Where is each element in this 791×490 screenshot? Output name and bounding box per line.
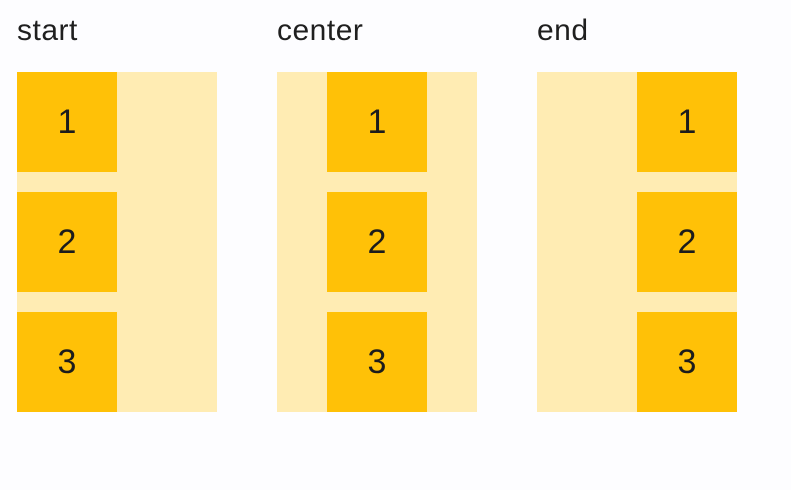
group-label-start: start: [17, 14, 78, 47]
group-label-end: end: [537, 14, 589, 47]
flex-item-2: 2: [637, 192, 737, 292]
flex-container-start: 1 2 3: [17, 72, 217, 412]
flex-item-2: 2: [327, 192, 427, 292]
alignment-group-center: center 1 2 3: [277, 13, 477, 412]
flex-container-end: 1 2 3: [537, 72, 737, 412]
alignment-group-start: start 1 2 3: [17, 13, 217, 412]
flex-item-2: 2: [17, 192, 117, 292]
flex-item-1: 1: [17, 72, 117, 172]
flex-item-3: 3: [637, 312, 737, 412]
flex-container-center: 1 2 3: [277, 72, 477, 412]
group-label-center: center: [277, 14, 364, 47]
alignment-group-end: end 1 2 3: [537, 13, 737, 412]
flex-item-1: 1: [637, 72, 737, 172]
flex-item-3: 3: [17, 312, 117, 412]
flex-item-1: 1: [327, 72, 427, 172]
flex-item-3: 3: [327, 312, 427, 412]
